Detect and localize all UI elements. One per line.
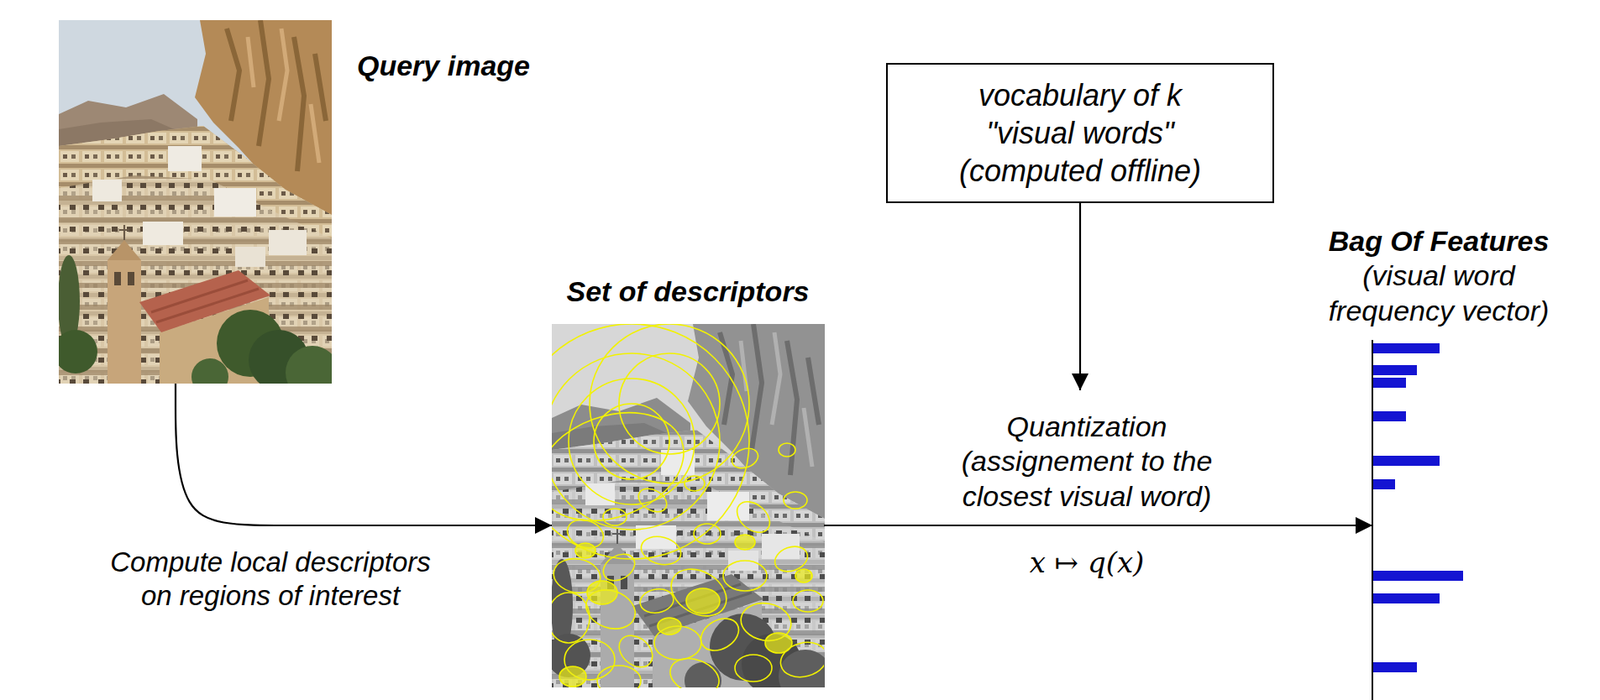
descriptor-ellipses-part	[551, 393, 699, 541]
descriptor-ellipses-part	[613, 629, 659, 675]
histogram	[1372, 340, 1464, 700]
histogram-part	[1373, 365, 1417, 376]
connector-arrow	[823, 524, 1373, 527]
descriptor-ellipses-part	[695, 612, 745, 657]
descriptor-ellipses-part	[597, 666, 641, 689]
descriptor-ellipses-part	[723, 561, 767, 592]
label-group: Query image	[356, 48, 530, 84]
histogram-part	[1373, 343, 1440, 354]
histogram-part	[1373, 411, 1406, 422]
descriptor-ellipses-part	[686, 588, 720, 614]
descriptor-ellipses-part	[795, 569, 813, 583]
descriptor-photo-part-part	[546, 324, 833, 700]
descriptor-ellipses-part	[638, 587, 676, 617]
histogram-part	[1373, 571, 1464, 582]
edge-label: Quantization (assignement to the closest…	[918, 409, 1255, 515]
descriptor-ellipses-part	[634, 484, 671, 518]
label-group: Set of descriptors	[566, 274, 809, 310]
descriptor-ellipses-part	[619, 353, 720, 455]
node-subtitle: (visual word frequency vector)	[1308, 258, 1569, 329]
node-title: Set of descriptors	[566, 274, 809, 310]
descriptor-ellipses-part	[638, 532, 685, 569]
formula-label: x ↦ q(x)	[1029, 545, 1145, 580]
descriptor-ellipses-part	[589, 324, 750, 484]
descriptor-ellipses-part	[568, 378, 695, 505]
query-photo	[53, 20, 340, 400]
descriptor-ellipses-part	[603, 508, 627, 526]
connector-arrow	[175, 383, 552, 526]
descriptor-photo-part	[546, 324, 833, 700]
descriptor-ellipses-part	[783, 492, 808, 509]
node-title: Bag Of Features	[1308, 224, 1569, 259]
descriptor-ellipses-part	[734, 535, 756, 551]
descriptor-ellipses	[551, 324, 824, 689]
descriptor-ellipses-part	[693, 524, 721, 545]
descriptor-ellipses-part	[551, 592, 590, 644]
descriptor-ellipses-part	[778, 443, 796, 457]
histogram-part	[1373, 662, 1417, 673]
descriptor-ellipses-part	[665, 652, 724, 689]
query-photo-part	[53, 20, 340, 400]
histogram-part	[1373, 377, 1406, 389]
edge-label: Compute local descriptors on regions of …	[94, 545, 447, 613]
query-image: Query image	[58, 20, 332, 384]
descriptor-ellipses-part	[734, 655, 772, 682]
node-title: Query image	[356, 48, 530, 84]
descriptor-ellipses-part	[551, 324, 750, 560]
descriptor-ellipses-part	[575, 543, 596, 559]
histogram-node: Bag Of Features(visual word frequency ve…	[1372, 340, 1482, 700]
histogram-part	[1373, 593, 1440, 604]
descriptor-ellipses-part	[551, 353, 720, 530]
descriptor-ellipses-part	[731, 495, 777, 539]
descriptor-ellipses-part	[587, 581, 618, 605]
node-title: vocabulary of k "visual words" (computed…	[941, 76, 1219, 190]
vocabulary-box: vocabulary of k "visual words" (computed…	[886, 62, 1275, 204]
histogram-part	[1371, 340, 1374, 700]
histogram-part	[1373, 456, 1440, 467]
descriptor-ellipses-part	[684, 476, 705, 492]
descriptor-ellipses-part	[657, 618, 682, 635]
descriptor-ellipses-part	[662, 560, 735, 626]
descriptor-photo	[514, 324, 833, 700]
vocabulary-arrow	[1079, 200, 1081, 391]
descriptor-ellipses-part	[729, 445, 761, 473]
descriptor-ellipses-part	[792, 590, 824, 613]
descriptor-ellipses-part	[559, 666, 587, 688]
histogram-part	[1373, 479, 1396, 490]
descriptor-ellipses-part	[765, 633, 793, 654]
descriptor-image: Set of descriptors	[551, 324, 824, 689]
label-group: vocabulary of k "visual words" (computed…	[941, 76, 1219, 190]
label-group: Bag Of Features(visual word frequency ve…	[1308, 224, 1569, 329]
